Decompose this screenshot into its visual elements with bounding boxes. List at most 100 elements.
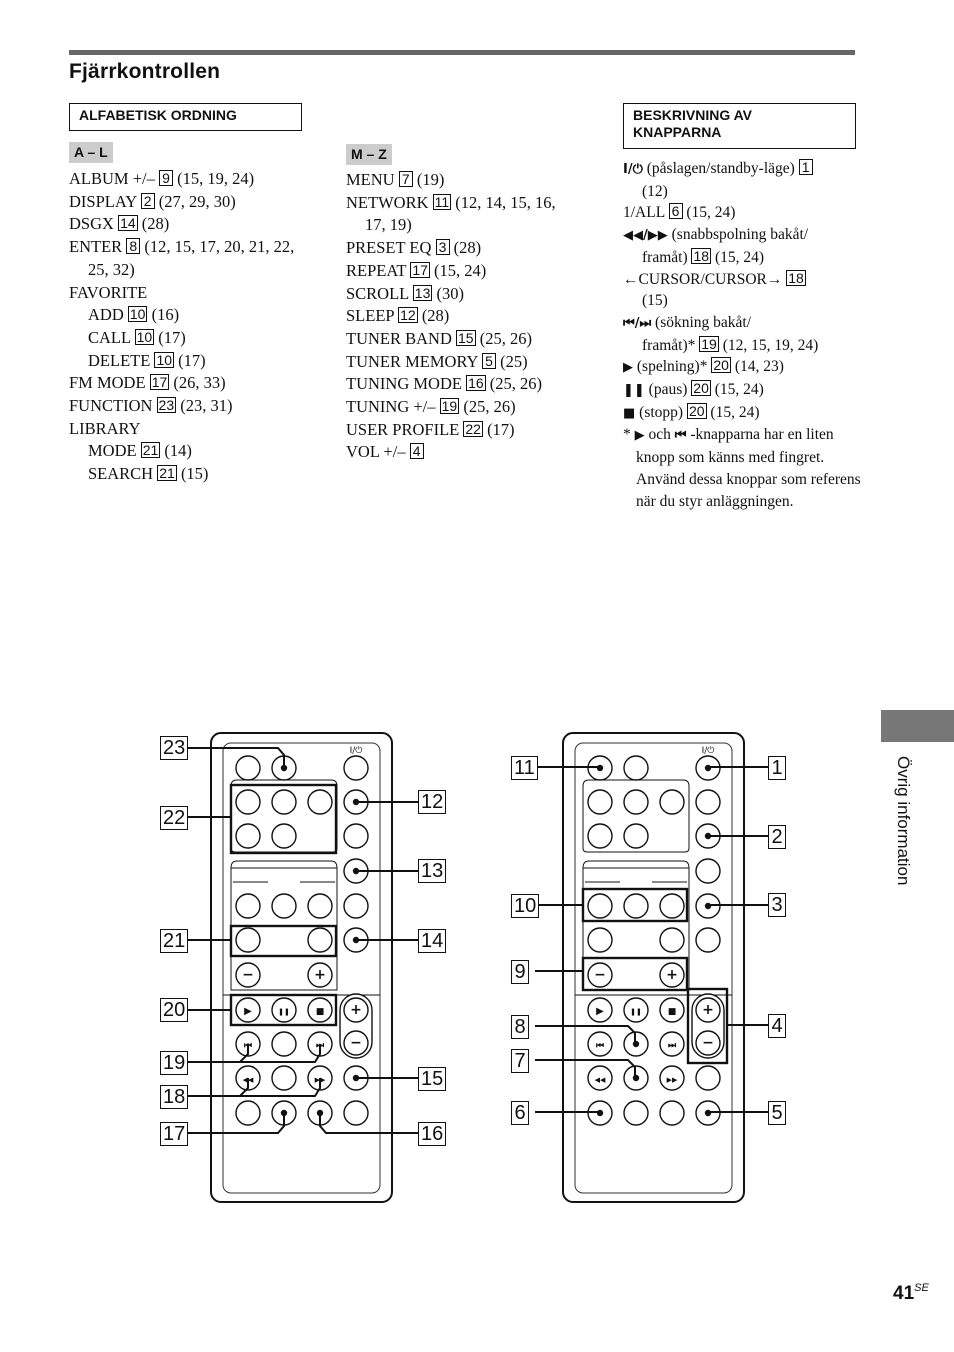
desc-continued: framåt)* 19 (12, 15, 19, 24) [623, 335, 863, 357]
button-description-list: I/⏻ (påslagen/standby-läge) 1(12)1/ALL 6… [623, 158, 863, 512]
svg-text:+: + [350, 1002, 362, 1018]
page-refs: (15, 19, 24) [177, 169, 255, 188]
remote-button [659, 1100, 685, 1126]
remote-button [271, 893, 297, 919]
power-label: I/⏻ [350, 745, 363, 756]
page-refs-continued: (15) [642, 292, 668, 310]
index-entry: FUNCTION 23 (23, 31) [69, 395, 329, 418]
ref-number-box: 1 [798, 159, 813, 175]
ref-number-box: 4 [409, 443, 424, 460]
index-entry: DISPLAY 2 (27, 29, 30) [69, 191, 329, 214]
remote-button [587, 823, 613, 849]
ref-number-box: 21 [140, 442, 161, 459]
pause-button: ❚❚ [271, 997, 297, 1023]
page-refs: (12, 15, 17, 20, 21, 22, [144, 237, 295, 257]
entry-name: ADD [88, 305, 124, 325]
callout-label-12: 12 [418, 790, 447, 814]
ref-number-box: 22 [463, 420, 483, 437]
index-entry: SEARCH 21 (15) [69, 463, 329, 486]
page-refs: (17) [487, 419, 515, 439]
pause-button: ❚❚ [623, 997, 649, 1023]
svg-text:−: − [350, 1035, 362, 1051]
volume-down-button: − [695, 1030, 721, 1056]
remote-button [307, 893, 333, 919]
desc-text: (påslagen/standby-läge) [646, 160, 795, 177]
entry-name: DISPLAY [69, 191, 137, 211]
remote-left-illustration: I/⏻−+▶❚❚■+−⏮⏭◀◀▶▶ [183, 732, 418, 1203]
page-refs: (15, 24) [714, 381, 764, 399]
page-refs: (19) [416, 170, 445, 189]
entry-name: DSGX [69, 214, 114, 234]
page-refs: (25, 26) [489, 374, 543, 394]
desc-heading: BESKRIVNING AV KNAPPARNA [623, 103, 856, 149]
page-refs: (15, 24) [434, 260, 487, 280]
stop-button: ■ [307, 997, 333, 1023]
highlight-box-9 [581, 956, 689, 992]
callout-label-7: 7 [511, 1049, 529, 1073]
remote-button [343, 1100, 369, 1126]
callout-label-2: 2 [768, 825, 786, 849]
button-symbol-icon: ◀◀/▶▶ [623, 228, 668, 244]
index-entry: REPEAT 17 (15, 24) [346, 260, 606, 283]
svg-text:❚❚: ❚❚ [630, 1008, 642, 1016]
page-refs: (28) [141, 214, 170, 234]
svg-text:■: ■ [668, 1007, 677, 1017]
index-entry: TUNER MEMORY 5 (25) [346, 351, 606, 374]
desc-entry: I/⏻ (påslagen/standby-läge) 1 [623, 158, 863, 181]
page-refs-continued: 17, 19) [365, 215, 412, 235]
callout-label-8: 8 [511, 1015, 529, 1039]
page-refs: (25, 26) [463, 397, 516, 417]
entry-name: CALL [88, 327, 131, 347]
ref-number-box: 3 [435, 239, 450, 256]
callout-label-3: 3 [768, 893, 786, 917]
remote-button [271, 789, 297, 815]
ref-number-box: 7 [398, 171, 413, 187]
page-refs-continued: 25, 32) [88, 259, 135, 279]
entry-name: REPEAT [346, 260, 407, 280]
rewind-button: ◀◀ [587, 1065, 613, 1091]
remote-right-illustration: I/⏻−+▶❚❚■+−⏮⏭◀◀▶▶ [535, 732, 768, 1203]
ref-number-box: 15 [456, 329, 476, 346]
group-mz-label: M – Z [346, 144, 392, 165]
page-refs: (26, 33) [173, 373, 226, 393]
button-symbol-icon: ❚❚ [623, 383, 645, 399]
remote-button [343, 823, 369, 849]
desc-heading-line2: KNAPPARNA [633, 124, 722, 140]
page-refs: (17) [178, 350, 206, 370]
index-list-m-z: MENU 7 (19)NETWORK 11 (12, 14, 15, 16,17… [346, 169, 606, 464]
volume-down-button: − [343, 1030, 369, 1056]
index-entry: LIBRARY [69, 418, 329, 441]
ref-number-box: 17 [410, 261, 430, 278]
remote-button [587, 927, 613, 953]
entry-name: SEARCH [88, 464, 154, 484]
desc-continued: framåt) 18 (15, 24) [623, 247, 863, 269]
entry-name: ALBUM +/– [69, 169, 155, 188]
ref-number-box: 18 [691, 247, 712, 264]
index-entry: MODE 21 (14) [69, 440, 329, 463]
ref-number-box: 8 [126, 238, 141, 255]
group-al-label: A – L [69, 142, 113, 163]
entry-name: USER PROFILE [346, 419, 460, 439]
remote-button [623, 1100, 649, 1126]
page-refs: (15, 24) [686, 204, 736, 222]
entry-name: SCROLL [346, 283, 409, 303]
svg-text:−: − [702, 1035, 714, 1051]
fast-forward-button: ▶▶ [659, 1065, 685, 1091]
remote-button [235, 893, 261, 919]
callout-label-15: 15 [418, 1067, 447, 1091]
remote-button [307, 927, 333, 953]
plus-button: + [659, 962, 685, 988]
page-refs-continued: (12) [642, 182, 668, 200]
desc-text: framåt)* [642, 336, 696, 354]
section-side-label: Övrig information [894, 756, 913, 886]
remote-button [271, 823, 297, 849]
desc-entry: ▶ (spelning)* 20 (14, 23) [623, 356, 863, 379]
play-button: ▶ [587, 997, 613, 1023]
remote-button [695, 1065, 721, 1091]
callout-label-5: 5 [768, 1101, 786, 1125]
entry-name: FAVORITE [69, 282, 148, 302]
entry-name: VOL +/– [346, 442, 406, 462]
desc-entry: ←CURSOR/CURSOR→ 18 [623, 269, 863, 291]
index-entry: VOL +/– 4 [346, 441, 606, 464]
callout-label-11: 11 [511, 756, 538, 780]
